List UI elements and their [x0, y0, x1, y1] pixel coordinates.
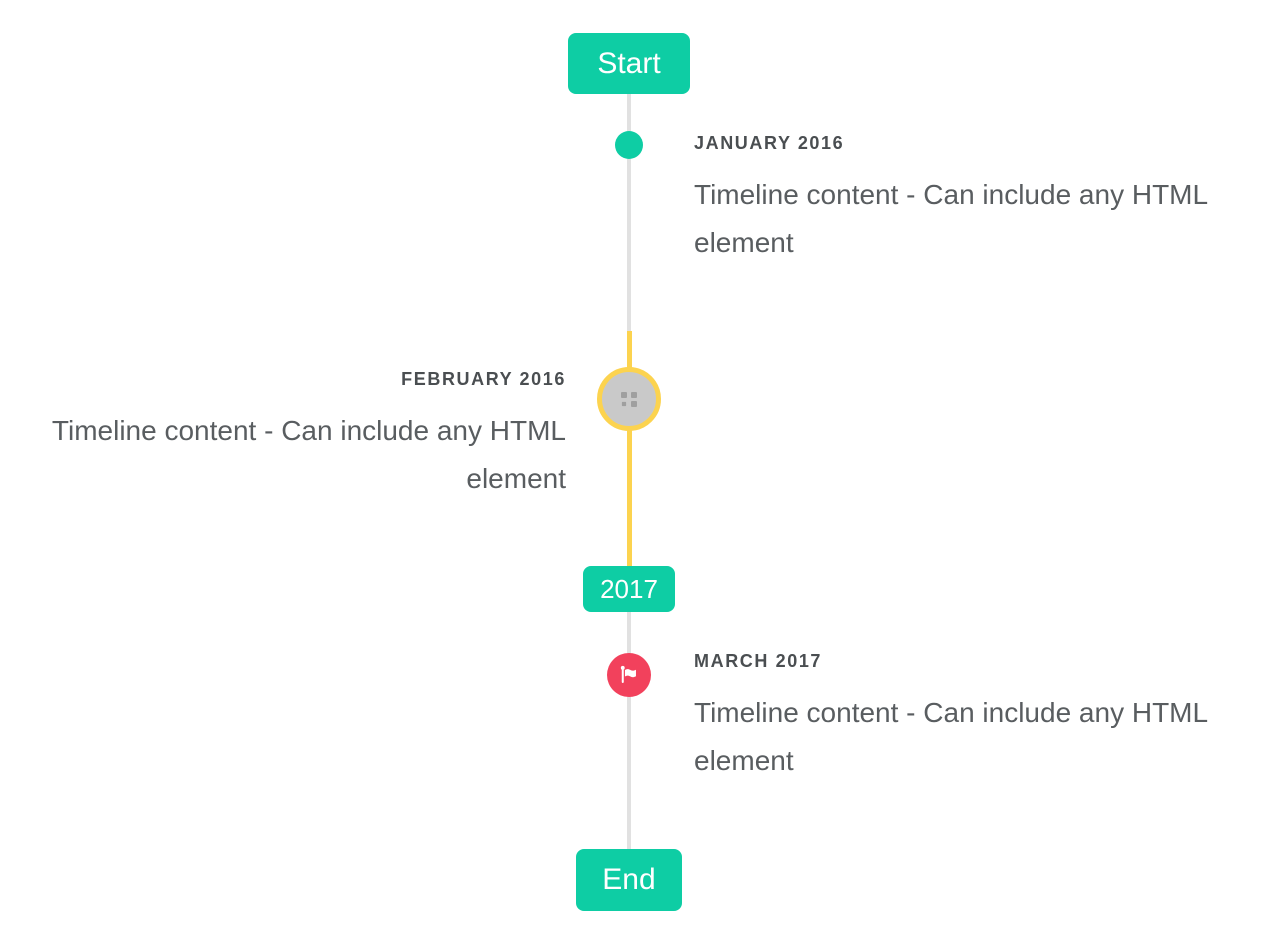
- end-badge[interactable]: End: [576, 849, 682, 911]
- timeline-entry-february: FEBRUARY 2016 Timeline content - Can inc…: [6, 368, 566, 503]
- entry-date-label: MARCH 2017: [694, 651, 823, 671]
- entry-date-label: JANUARY 2016: [694, 133, 845, 153]
- timeline-marker-january[interactable]: [615, 131, 643, 159]
- timeline-entry-january: JANUARY 2016 Timeline content - Can incl…: [694, 132, 1216, 267]
- timeline-marker-march[interactable]: [607, 653, 651, 697]
- entry-content: Timeline content - Can include any HTML …: [51, 415, 566, 494]
- timeline-entry-march: MARCH 2017 Timeline content - Can includ…: [694, 650, 1216, 785]
- entry-content: Timeline content - Can include any HTML …: [694, 179, 1208, 258]
- timeline-line-segment: [627, 94, 631, 331]
- timeline-line-segment-highlighted: [627, 331, 632, 566]
- entry-date-label: FEBRUARY 2016: [401, 369, 566, 389]
- start-badge[interactable]: Start: [568, 33, 690, 94]
- broken-image-icon: [621, 391, 637, 407]
- timeline-marker-february-selected[interactable]: [597, 367, 661, 431]
- timeline-line-segment: [627, 612, 631, 849]
- year-badge[interactable]: 2017: [583, 566, 675, 612]
- entry-content: Timeline content - Can include any HTML …: [694, 697, 1208, 776]
- flag-icon: [620, 665, 636, 683]
